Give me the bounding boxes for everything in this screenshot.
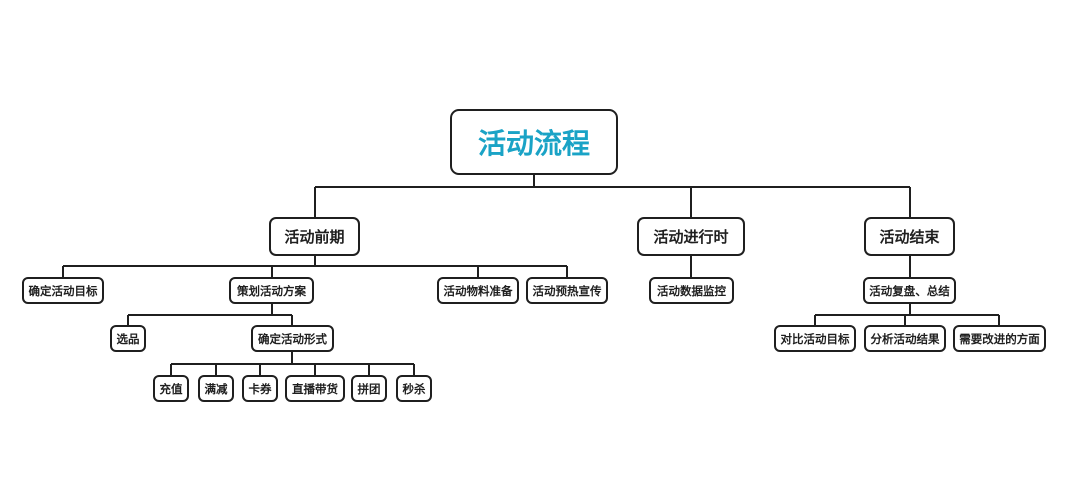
selection-label: 选品 (116, 331, 140, 346)
connectors (62, 175, 1000, 375)
phase-end-label: 活动结束 (879, 228, 940, 246)
phase-end-node: 活动结束 (864, 217, 955, 256)
form-option-label: 满减 (204, 381, 228, 396)
goal-label: 确定活动目标 (28, 283, 98, 298)
form-option-node: 卡券 (242, 375, 278, 402)
goal-node: 确定活动目标 (22, 277, 104, 304)
monitor-node: 活动数据监控 (649, 277, 734, 304)
plan-label: 策划活动方案 (237, 283, 306, 298)
root-node: 活动流程 (450, 109, 618, 175)
review-item-node: 需要改进的方面 (953, 325, 1046, 352)
review-item-label: 需要改进的方面 (959, 331, 1040, 346)
form-label: 确定活动形式 (258, 331, 327, 346)
form-option-label: 充值 (159, 381, 183, 396)
review-item-label: 分析活动结果 (870, 331, 940, 346)
form-option-node: 充值 (153, 375, 189, 402)
phase-pre-node: 活动前期 (269, 217, 360, 256)
form-node: 确定活动形式 (251, 325, 334, 352)
form-option-node: 满减 (198, 375, 234, 402)
review-item-node: 分析活动结果 (864, 325, 946, 352)
review-item-node: 对比活动目标 (774, 325, 856, 352)
form-option-node: 直播带货 (285, 375, 345, 402)
form-option-label: 直播带货 (292, 381, 338, 396)
warmup-label: 活动预热宣传 (532, 283, 602, 298)
monitor-label: 活动数据监控 (657, 283, 726, 298)
warmup-node: 活动预热宣传 (526, 277, 608, 304)
review-label: 活动复盘、总结 (869, 283, 950, 298)
root-title: 活动流程 (477, 127, 590, 160)
form-option-label: 秒杀 (402, 381, 426, 396)
form-option-node: 拼团 (351, 375, 387, 402)
phase-pre-label: 活动前期 (284, 228, 345, 246)
selection-node: 选品 (110, 325, 146, 352)
form-option-label: 拼团 (357, 381, 381, 396)
materials-label: 活动物料准备 (443, 283, 513, 298)
review-item-label: 对比活动目标 (780, 331, 850, 346)
phase-during-label: 活动进行时 (653, 228, 729, 246)
plan-node: 策划活动方案 (229, 277, 314, 304)
form-option-label: 卡券 (248, 381, 272, 396)
phase-during-node: 活动进行时 (637, 217, 745, 256)
form-option-node: 秒杀 (396, 375, 432, 402)
review-node: 活动复盘、总结 (863, 277, 956, 304)
materials-node: 活动物料准备 (437, 277, 519, 304)
